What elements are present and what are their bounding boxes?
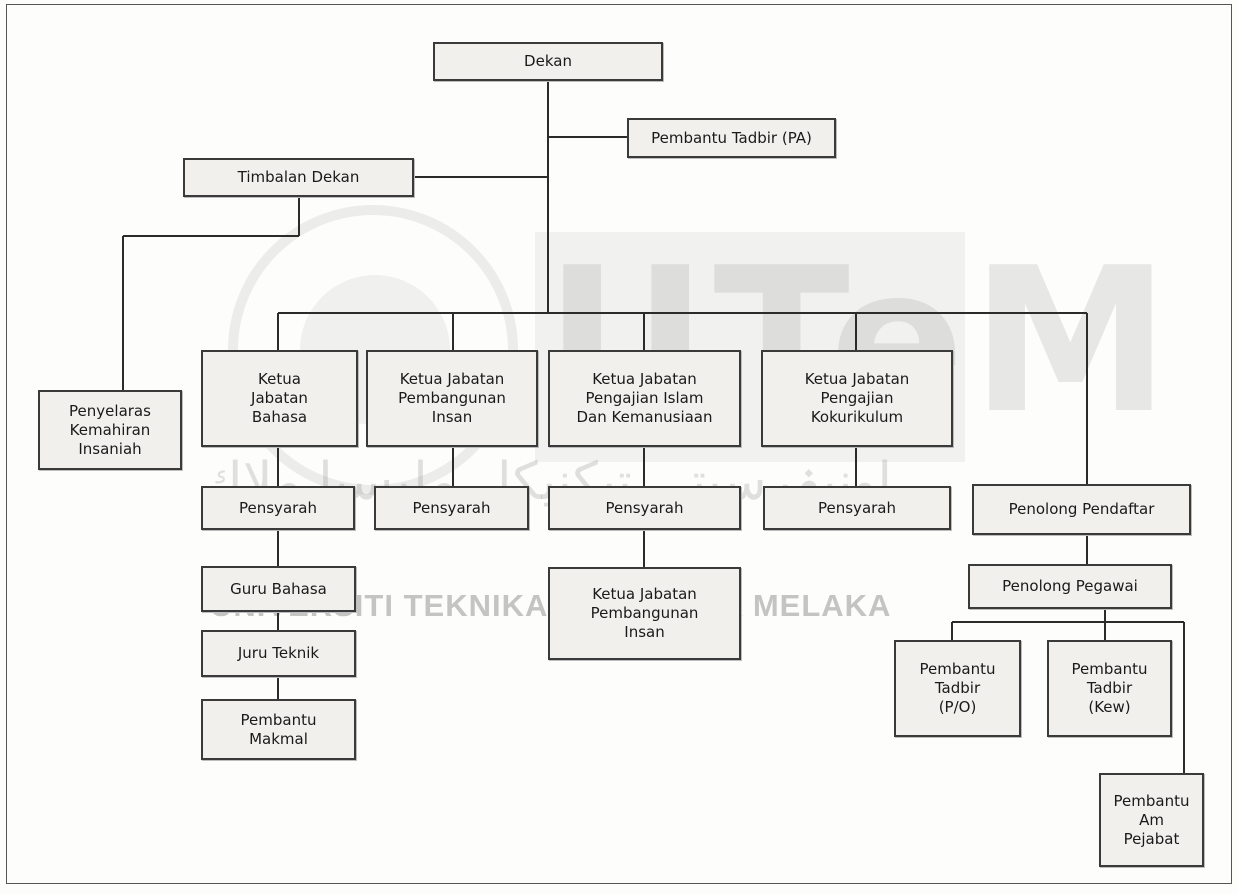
node-pembantu-tadbir-kew: Pembantu Tadbir (Kew) (1047, 640, 1172, 737)
node-pembantu-tadbir-po: Pembantu Tadbir (P/O) (894, 640, 1021, 737)
chart-border (6, 4, 1232, 884)
node-pembantu-am-pejabat: Pembantu Am Pejabat (1099, 773, 1204, 867)
node-juru-teknik: Juru Teknik (201, 630, 356, 677)
node-pensyarah-kokurikulum: Pensyarah (763, 486, 951, 530)
node-ketua-jabatan-pembangunan-insan-2: Ketua Jabatan Pembangunan Insan (548, 567, 741, 660)
node-pensyarah-bahasa: Pensyarah (201, 486, 355, 530)
node-timbalan-dekan: Timbalan Dekan (183, 158, 414, 197)
node-penyelaras-kemahiran-insaniah: Penyelaras Kemahiran Insaniah (38, 390, 182, 470)
node-ketua-jabatan-pengajian-islam: Ketua Jabatan Pengajian Islam Dan Kemanu… (548, 350, 741, 447)
node-penolong-pegawai: Penolong Pegawai (968, 564, 1172, 609)
node-pensyarah-islam: Pensyarah (548, 486, 741, 530)
node-guru-bahasa: Guru Bahasa (201, 566, 356, 612)
node-pembantu-tadbir-pa: Pembantu Tadbir (PA) (627, 118, 836, 158)
node-ketua-jabatan-pembangunan-insan: Ketua Jabatan Pembangunan Insan (366, 350, 538, 447)
node-penolong-pendaftar: Penolong Pendaftar (972, 484, 1191, 535)
node-dekan: Dekan (433, 42, 663, 81)
node-pensyarah-pembangunan: Pensyarah (374, 486, 529, 530)
node-ketua-jabatan-bahasa: Ketua Jabatan Bahasa (201, 350, 358, 447)
node-pembantu-makmal: Pembantu Makmal (201, 699, 356, 760)
node-ketua-jabatan-kokurikulum: Ketua Jabatan Pengajian Kokurikulum (761, 350, 953, 447)
